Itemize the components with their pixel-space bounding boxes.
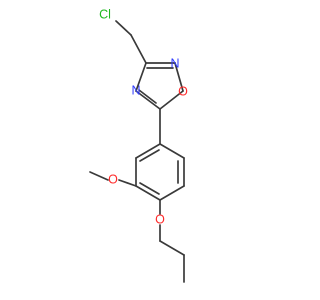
ring-nitrogen-left-label: N bbox=[131, 83, 140, 97]
bond-benzene-c1-c2 bbox=[159, 143, 185, 159]
bond-methoxy-aryl bbox=[118, 179, 137, 187]
bond-methoxy-methyl bbox=[89, 171, 109, 181]
molecule-diagram: Cl N O N O O bbox=[89, 7, 189, 283]
molecule-structure: Cl N O N O O bbox=[89, 7, 188, 283]
methoxy-oxygen-label: O bbox=[108, 172, 118, 186]
propoxy-oxygen-label: O bbox=[155, 212, 165, 226]
bond-c5-n4-double bbox=[138, 89, 157, 104]
ring-nitrogen-top-label: N bbox=[170, 56, 179, 70]
bond-o1-c5 bbox=[159, 90, 184, 110]
bond-n4-c3 bbox=[135, 62, 147, 92]
bond-n2-o1 bbox=[174, 62, 184, 92]
bond-benzene-c4-c5-inner bbox=[139, 182, 160, 195]
bond-benzene-c4-c5 bbox=[135, 185, 161, 201]
bond-propoxy-ch2-ch2 bbox=[159, 240, 185, 256]
chlorine-label: Cl bbox=[99, 7, 111, 21]
bond-benzene-c6-c1-inner bbox=[139, 149, 160, 162]
bond-benzene-c3-c4 bbox=[159, 185, 185, 201]
bond-ch2-c3 bbox=[130, 34, 147, 64]
bond-c5-n4 bbox=[135, 90, 161, 110]
bond-benzene-c6-c1 bbox=[135, 143, 161, 159]
ring-oxygen-label: O bbox=[178, 84, 188, 98]
bond-cl-ch2 bbox=[115, 20, 132, 36]
